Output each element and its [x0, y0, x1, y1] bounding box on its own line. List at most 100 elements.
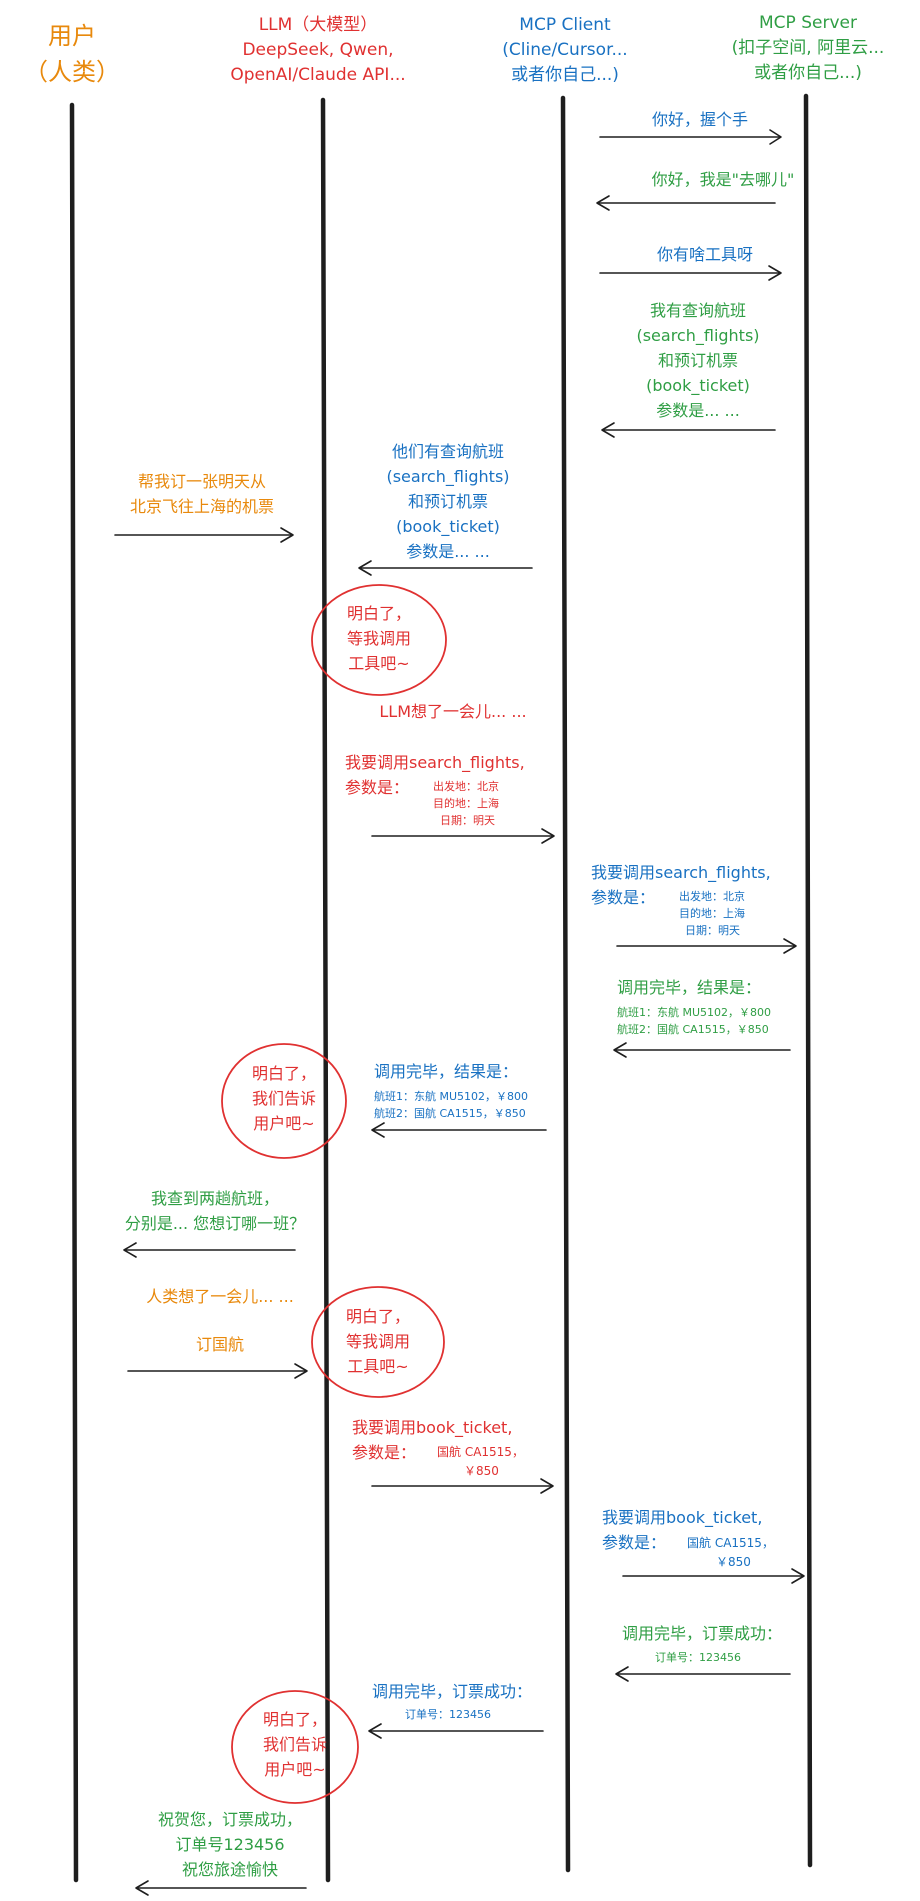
msg-client-search-result-line-2: 航班2：国航 CA1515，￥850 [374, 1106, 526, 1120]
lifeline-llm [320, 97, 331, 1883]
msg-client-call-search-param-3: 日期：明天 [685, 924, 740, 937]
thought-1-line-2: 等我调用 [347, 629, 411, 648]
lifeline-mcp-server [803, 93, 813, 1868]
msg-handshake-arrow [599, 129, 782, 145]
msg-tools-line-4: (book_ticket) [646, 376, 750, 396]
msg-hello-label: 你好，我是"去哪儿" [652, 170, 795, 189]
header-server-line-3: 或者你自己...) [754, 63, 862, 83]
msg-llm-call-book-param-1: 国航 CA1515， [437, 1444, 524, 1459]
msg-client-call-book: 我要调用book_ticket, 参数是： 国航 CA1515， ￥850 [602, 1508, 774, 1569]
msg-llm-call-book-arrow [371, 1478, 554, 1494]
msg-server-book-result-arrow [615, 1666, 791, 1682]
msg-llm-confirm-user: 祝贺您，订票成功， 订单号123456 祝您旅途愉快 [158, 1810, 302, 1879]
msg-client-call-book-line-2: 参数是： [602, 1533, 666, 1552]
header-mcp-client: MCP Client (Cline/Cursor... 或者你自己...) [502, 15, 627, 85]
msg-llm-call-search-line-2: 参数是： [345, 778, 409, 797]
msg-llm-confirm-user-line-2: 订单号123456 [175, 1835, 284, 1854]
thought-3: 明白了， 等我调用 工具吧~ [346, 1307, 410, 1376]
thought-4-line-2: 我们告诉 [263, 1735, 327, 1754]
msg-client-book-result: 调用完毕，订票成功： 订单号：123456 [372, 1682, 532, 1721]
thought-circle-2 [221, 1043, 347, 1159]
msg-server-book-result-line-1: 订单号：123456 [655, 1651, 741, 1664]
msg-llm-ask-user-line-2: 分别是... 您想订哪一班？ [125, 1214, 305, 1233]
msg-client-search-result-line-1: 航班1：东航 MU5102，￥800 [374, 1089, 528, 1103]
msg-user-choice-label: 订国航 [196, 1335, 244, 1354]
header-llm-line-1: LLM（大模型） [259, 15, 378, 35]
thought-4-line-3: 用户吧~ [264, 1760, 325, 1779]
user-thinking-note: 人类想了一会儿... ... [146, 1287, 294, 1306]
header-llm: LLM（大模型） DeepSeek, Qwen, OpenAI/Claude A… [230, 15, 405, 85]
msg-client-call-search-param-1: 出发地：北京 [679, 889, 745, 903]
msg-server-search-result: 调用完毕，结果是： 航班1：东航 MU5102，￥800 航班2：国航 CA15… [617, 978, 771, 1036]
msg-llm-call-search-param-1: 出发地：北京 [433, 779, 499, 793]
msg-tools-line-2: (search_flights) [636, 326, 759, 346]
header-client-line-3: 或者你自己...) [511, 65, 619, 85]
thought-2-line-1: 明白了， [252, 1064, 316, 1083]
msg-llm-call-book-param-2: ￥850 [464, 1464, 499, 1478]
thought-2-line-2: 我们告诉 [252, 1089, 316, 1108]
thought-1-line-3: 工具吧~ [348, 654, 409, 673]
msg-client-call-book-param-2: ￥850 [716, 1555, 751, 1569]
thought-1-line-1: 明白了， [347, 604, 411, 623]
msg-client-tools-line-5: 参数是... ... [406, 542, 490, 561]
msg-llm-call-book-line-1: 我要调用book_ticket, [352, 1418, 512, 1438]
msg-llm-confirm-user-arrow [135, 1880, 307, 1896]
msg-hello-arrow [596, 195, 776, 211]
header-client-line-1: MCP Client [519, 15, 611, 35]
msg-client-search-result-arrow [371, 1122, 547, 1138]
msg-server-search-result-arrow [613, 1042, 791, 1058]
msg-llm-confirm-user-line-1: 祝贺您，订票成功， [158, 1810, 302, 1829]
msg-llm-confirm-user-line-3: 祝您旅途愉快 [182, 1860, 278, 1879]
thought-3-line-1: 明白了， [346, 1307, 410, 1326]
msg-llm-ask-user-arrow [123, 1242, 296, 1258]
msg-tools-arrow [601, 422, 776, 438]
msg-client-search-result-head: 调用完毕，结果是： [374, 1062, 518, 1081]
header-llm-line-2: DeepSeek, Qwen, [242, 40, 393, 60]
thought-3-line-3: 工具吧~ [347, 1357, 408, 1376]
msg-tools-reply: 我有查询航班 (search_flights) 和预订机票 (book_tick… [636, 301, 759, 420]
msg-user-choice-arrow [127, 1363, 308, 1379]
header-client-line-2: (Cline/Cursor... [502, 40, 627, 60]
thought-4-line-1: 明白了， [263, 1710, 327, 1729]
msg-user-request-line-2: 北京飞往上海的机票 [130, 497, 274, 516]
msg-client-call-search-param-2: 目的地：上海 [679, 906, 745, 920]
msg-llm-call-book: 我要调用book_ticket, 参数是： 国航 CA1515， ￥850 [352, 1418, 524, 1478]
msg-handshake-label: 你好，握个手 [652, 110, 748, 129]
msg-client-call-book-param-1: 国航 CA1515， [687, 1535, 774, 1550]
msg-client-tools-line-4: (book_ticket) [396, 517, 500, 537]
msg-llm-ask-user: 我查到两趟航班， 分别是... 您想订哪一班？ [125, 1189, 305, 1233]
msg-llm-call-search: 我要调用search_flights, 参数是： 出发地：北京 目的地：上海 日… [345, 753, 525, 827]
header-user: 用户 （人类） [24, 22, 120, 86]
msg-client-tools-arrow [358, 560, 533, 576]
msg-server-search-result-line-1: 航班1：东航 MU5102，￥800 [617, 1005, 771, 1019]
msg-server-search-result-line-2: 航班2：国航 CA1515，￥850 [617, 1022, 769, 1036]
msg-client-tools-line-1: 他们有查询航班 [392, 442, 504, 461]
msg-list-tools-arrow [599, 265, 782, 281]
msg-client-call-book-line-1: 我要调用book_ticket, [602, 1508, 762, 1528]
msg-client-search-result: 调用完毕，结果是： 航班1：东航 MU5102，￥800 航班2：国航 CA15… [374, 1062, 528, 1120]
msg-client-call-search-line-2: 参数是： [591, 888, 655, 907]
thought-4: 明白了， 我们告诉 用户吧~ [263, 1710, 327, 1779]
lifeline-mcp-client [560, 95, 571, 1873]
msg-llm-call-search-arrow [371, 828, 555, 844]
msg-client-book-result-line-1: 订单号：123456 [405, 1708, 491, 1721]
msg-client-book-result-arrow [368, 1723, 544, 1739]
header-llm-line-3: OpenAI/Claude API... [230, 65, 405, 85]
msg-tools-line-5: 参数是... ... [656, 401, 740, 420]
msg-client-book-result-head: 调用完毕，订票成功： [372, 1682, 532, 1701]
msg-server-search-result-head: 调用完毕，结果是： [617, 978, 761, 997]
header-user-line-1: 用户 [48, 22, 96, 50]
msg-server-book-result: 调用完毕，订票成功： 订单号：123456 [622, 1624, 782, 1664]
msg-user-request: 帮我订一张明天从 北京飞往上海的机票 [130, 472, 274, 516]
msg-client-tools: 他们有查询航班 (search_flights) 和预订机票 (book_tic… [386, 442, 509, 561]
msg-client-call-search-line-1: 我要调用search_flights, [591, 863, 771, 883]
msg-list-tools-label: 你有啥工具呀 [657, 245, 753, 264]
msg-user-request-line-1: 帮我订一张明天从 [138, 472, 266, 491]
thought-2-line-3: 用户吧~ [253, 1114, 314, 1133]
msg-client-call-book-arrow [622, 1568, 805, 1584]
msg-llm-call-search-param-2: 目的地：上海 [433, 796, 499, 810]
thought-2: 明白了， 我们告诉 用户吧~ [252, 1064, 316, 1133]
header-server-line-1: MCP Server [759, 13, 857, 33]
header-mcp-server: MCP Server (扣子空间, 阿里云... 或者你自己...) [732, 13, 885, 83]
msg-llm-call-search-line-1: 我要调用search_flights, [345, 753, 525, 773]
